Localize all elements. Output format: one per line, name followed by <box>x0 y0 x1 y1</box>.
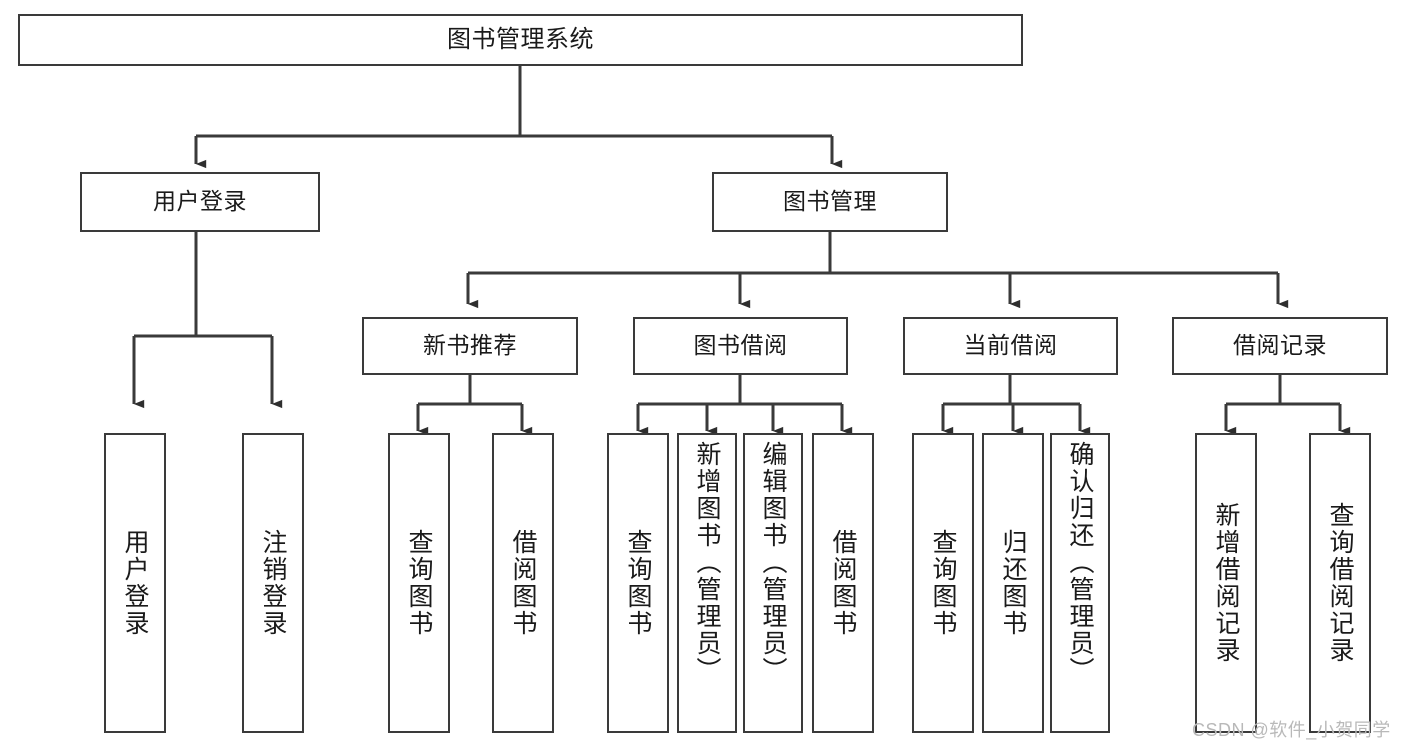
leaf-current-borrow-confirm-return[interactable]: 确认归还（管理员） <box>1050 433 1110 733</box>
node-borrow-record[interactable]: 借阅记录 <box>1172 317 1388 375</box>
leaf-book-borrow-add[interactable]: 新增图书（管理员） <box>677 433 737 733</box>
leaf-borrow-record-query[interactable]: 查询借阅记录 <box>1309 433 1371 733</box>
leaf-current-borrow-return[interactable]: 归还图书 <box>982 433 1044 733</box>
leaf-borrow-record-add[interactable]: 新增借阅记录 <box>1195 433 1257 733</box>
node-label: 用户登录 <box>153 188 247 215</box>
leaf-user-login-login[interactable]: 用户登录 <box>104 433 166 733</box>
node-label: 注销登录 <box>259 529 287 637</box>
node-label: 图书管理系统 <box>447 25 594 53</box>
node-label: 归还图书 <box>999 529 1027 637</box>
node-label: 借阅记录 <box>1233 332 1327 359</box>
node-book-borrow[interactable]: 图书借阅 <box>633 317 848 375</box>
node-new-book-recommend[interactable]: 新书推荐 <box>362 317 578 375</box>
leaf-user-login-logout[interactable]: 注销登录 <box>242 433 304 733</box>
node-label: 确认归还（管理员） <box>1066 441 1094 684</box>
node-current-borrow[interactable]: 当前借阅 <box>903 317 1118 375</box>
node-label: 查询图书 <box>929 529 957 637</box>
leaf-book-borrow-borrow[interactable]: 借阅图书 <box>812 433 874 733</box>
node-label: 查询图书 <box>405 529 433 637</box>
node-label: 新书推荐 <box>423 332 517 359</box>
csdn-watermark: CSDN @软件_小贺同学 <box>1192 720 1391 740</box>
node-label: 图书借阅 <box>693 332 788 359</box>
leaf-book-borrow-query[interactable]: 查询图书 <box>607 433 669 733</box>
node-user-login[interactable]: 用户登录 <box>80 172 320 232</box>
node-label: 查询借阅记录 <box>1326 502 1354 664</box>
node-label: 借阅图书 <box>829 529 857 637</box>
node-label: 新增借阅记录 <box>1212 502 1240 664</box>
leaf-current-borrow-query[interactable]: 查询图书 <box>912 433 974 733</box>
node-book-management[interactable]: 图书管理 <box>712 172 948 232</box>
node-label: 用户登录 <box>121 529 149 637</box>
node-label: 图书管理 <box>783 188 877 215</box>
node-label: 编辑图书（管理员） <box>759 441 787 684</box>
leaf-new-book-borrow[interactable]: 借阅图书 <box>492 433 554 733</box>
node-label: 查询图书 <box>624 529 652 637</box>
leaf-book-borrow-edit[interactable]: 编辑图书（管理员） <box>743 433 803 733</box>
node-root-system[interactable]: 图书管理系统 <box>18 14 1023 66</box>
leaf-new-book-query[interactable]: 查询图书 <box>388 433 450 733</box>
node-label: 当前借阅 <box>963 332 1058 359</box>
node-label: 借阅图书 <box>509 529 537 637</box>
node-label: 新增图书（管理员） <box>693 441 721 684</box>
